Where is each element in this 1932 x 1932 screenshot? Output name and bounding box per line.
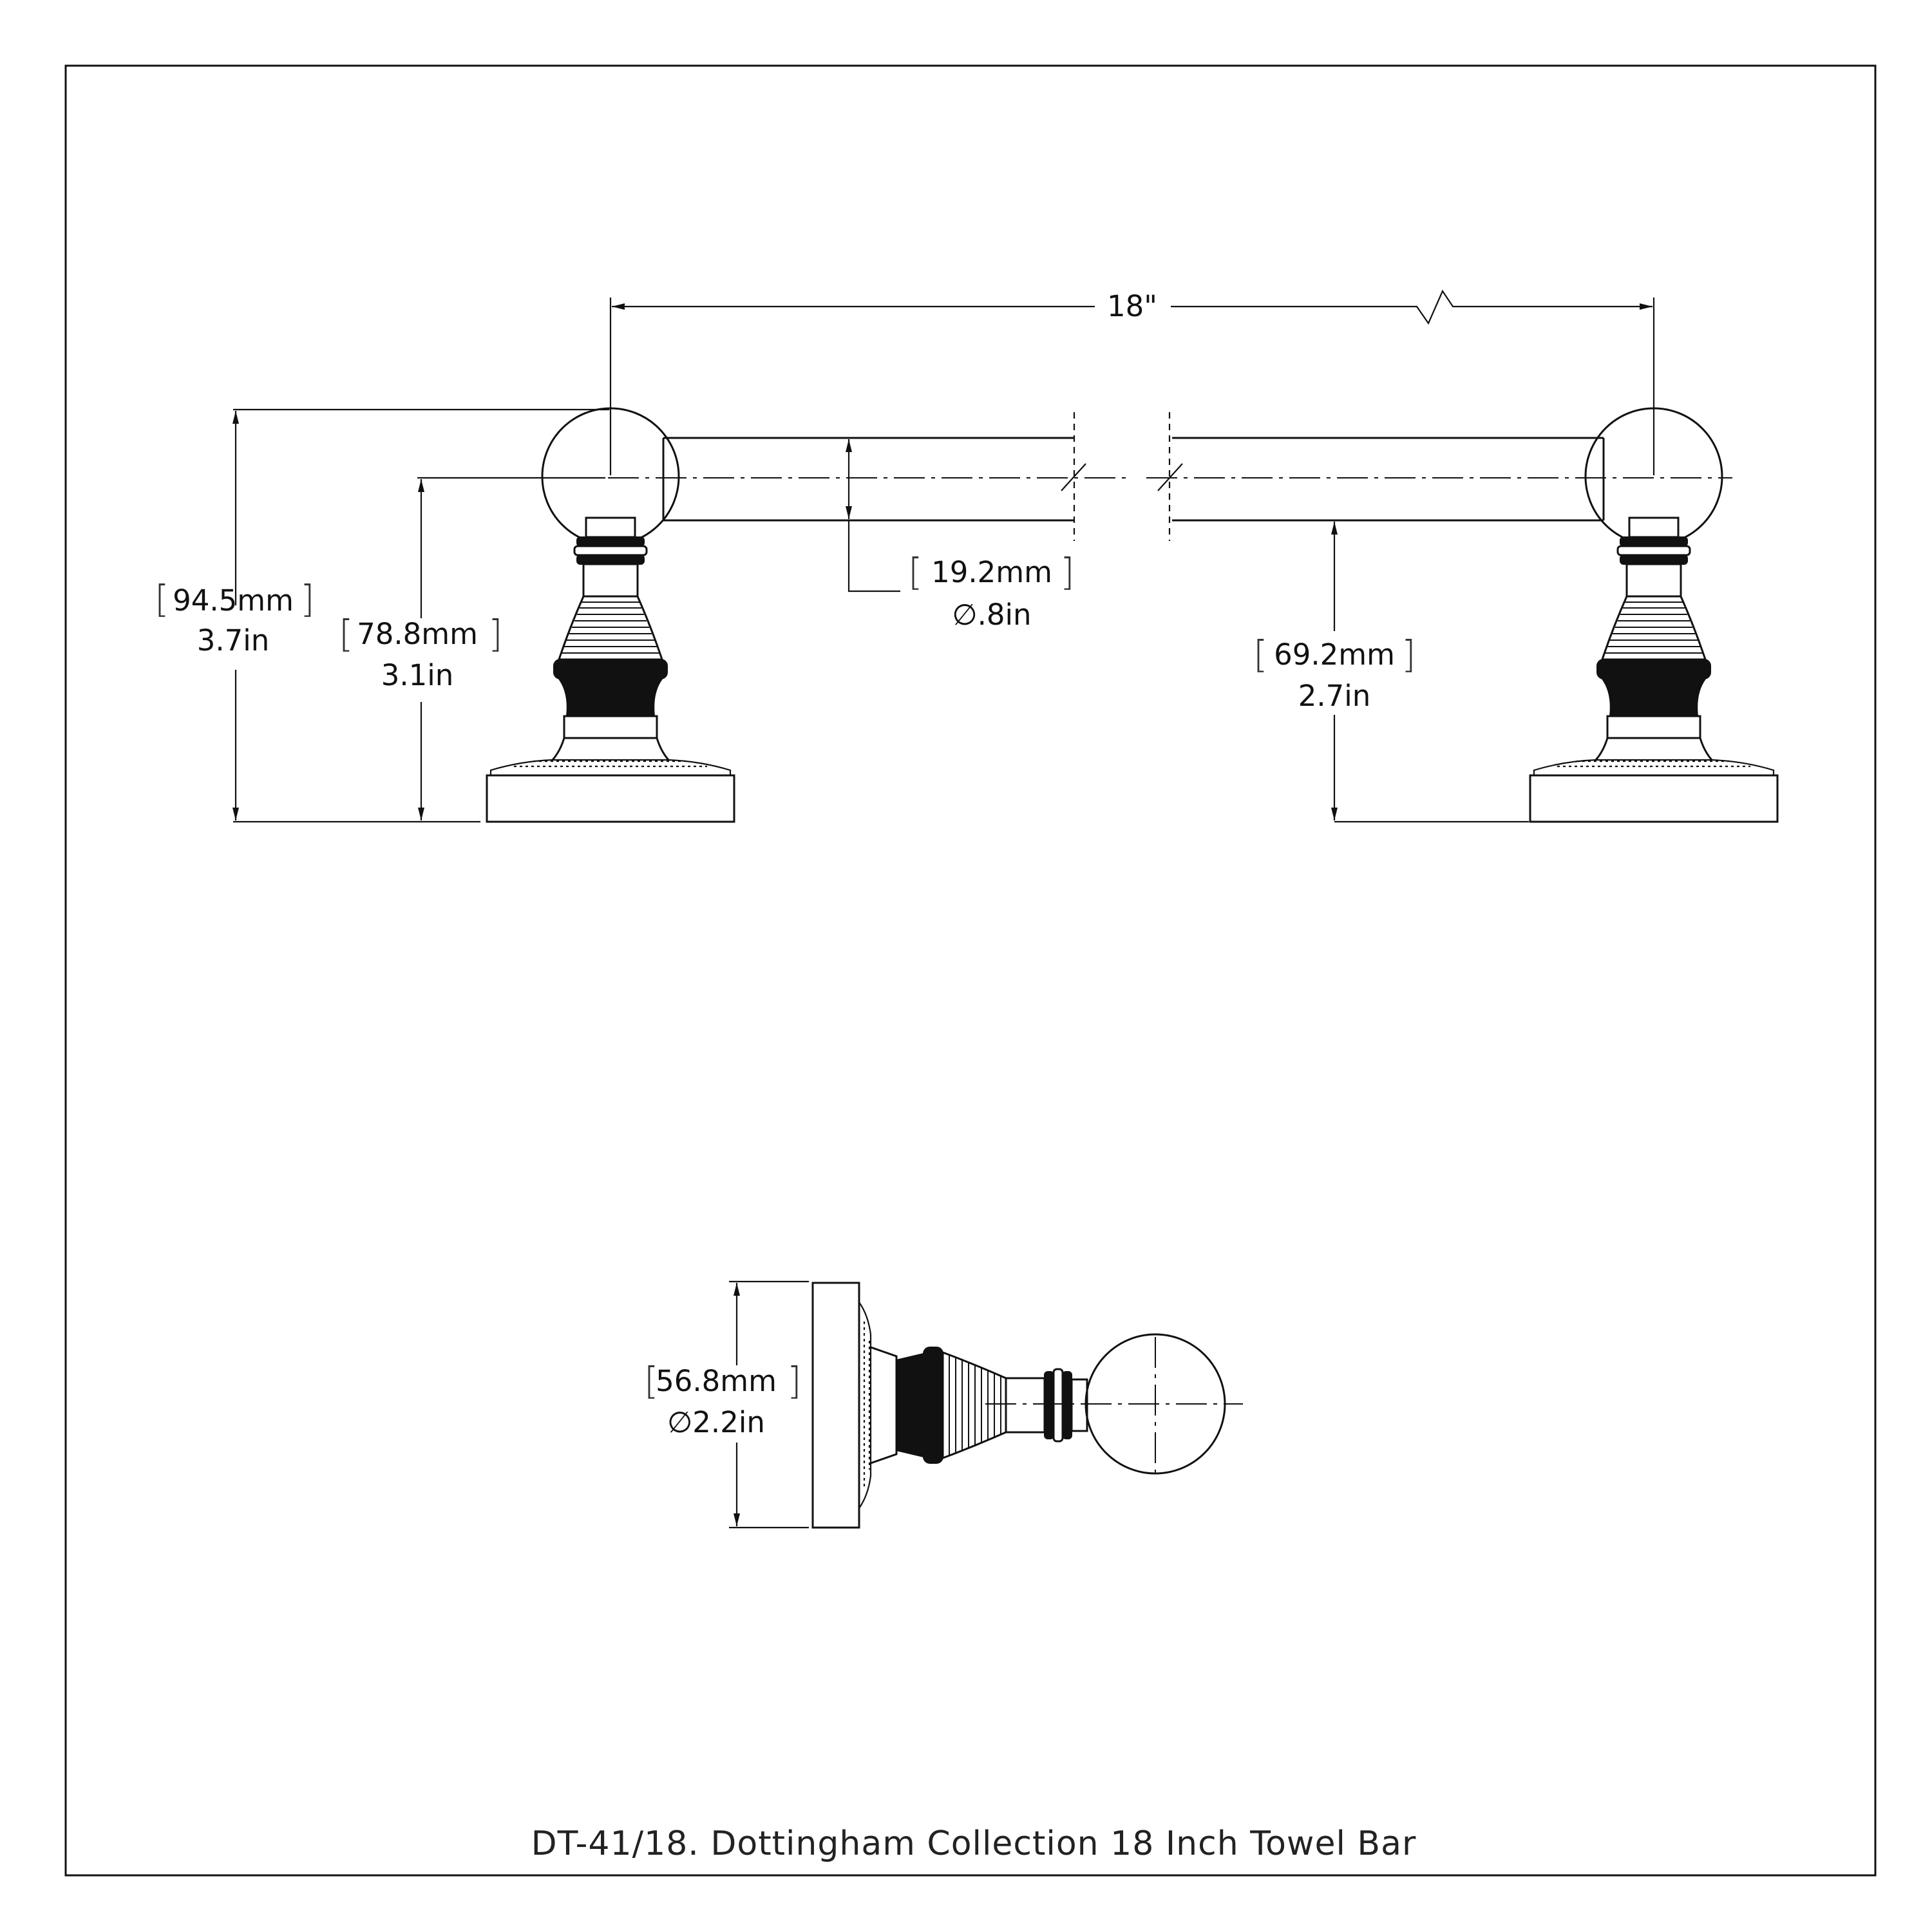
svg-text:]: ] xyxy=(488,612,503,656)
bar-center-height-mm: 78.8mm xyxy=(357,617,478,651)
left-post xyxy=(486,516,735,823)
bar-diameter-in: ∅.8in xyxy=(952,598,1031,632)
bar-center-height-in: 3.1in xyxy=(381,658,454,692)
dimension-bar-center-height: [ ] 78.8mm 3.1in xyxy=(339,477,605,820)
bar-diameter-mm: 19.2mm xyxy=(931,555,1052,589)
dimension-overall-length: 18" xyxy=(609,289,1655,475)
drawing-caption: DT-41/18. Dottingham Collection 18 Inch … xyxy=(531,1824,1417,1863)
base-diameter-in: ∅2.2in xyxy=(667,1405,765,1439)
svg-text:[: [ xyxy=(644,1359,659,1403)
total-height-mm: 94.5mm xyxy=(173,583,294,618)
dimension-bar-clearance: [ ] 69.2mm 2.7in xyxy=(1253,522,1529,823)
svg-text:[: [ xyxy=(155,577,169,621)
dimension-bar-diameter: [ ] 19.2mm ∅.8in xyxy=(846,439,1075,632)
svg-text:]: ] xyxy=(1060,550,1075,594)
towel-bar-tube xyxy=(663,412,1604,541)
right-post xyxy=(1529,516,1779,823)
svg-text:]: ] xyxy=(1401,632,1416,676)
svg-text:]: ] xyxy=(787,1359,802,1403)
svg-text:[: [ xyxy=(908,550,923,594)
base-diameter-mm: 56.8mm xyxy=(656,1364,777,1398)
total-height-in: 3.7in xyxy=(197,623,270,658)
svg-text:[: [ xyxy=(339,612,354,656)
side-view xyxy=(811,1282,1243,1529)
dimension-base-diameter: [ ] 56.8mm ∅2.2in xyxy=(644,1280,809,1529)
drawing-border xyxy=(64,64,1877,1877)
front-view xyxy=(417,407,1779,823)
bar-clearance-in: 2.7in xyxy=(1298,679,1371,713)
svg-text:[: [ xyxy=(1253,632,1268,676)
overall-length-label: 18" xyxy=(1107,289,1157,323)
svg-text:]: ] xyxy=(300,577,315,621)
dimension-total-height: [ ] 94.5mm 3.7in xyxy=(155,408,609,823)
side-view-post xyxy=(811,1282,1088,1529)
bar-clearance-mm: 69.2mm xyxy=(1274,638,1395,672)
